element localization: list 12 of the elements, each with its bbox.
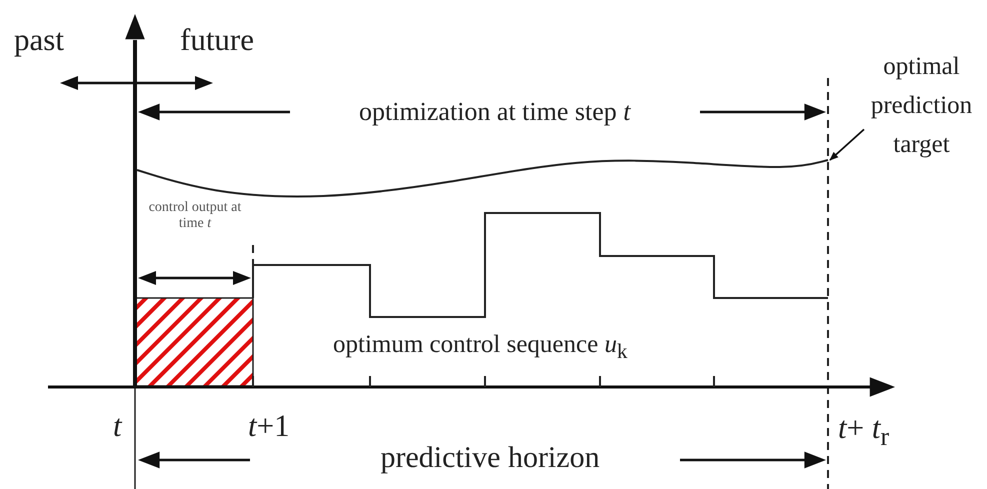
tick-label: t (113, 408, 122, 444)
sequence-label: optimum control sequence u$_{k}$ (333, 331, 628, 364)
axis-label: past (14, 22, 64, 58)
span-label: predictive horizon (380, 441, 600, 476)
span-label: control output at time t (148, 200, 242, 232)
tick-label: t+ t$_{r}$ (838, 410, 890, 452)
axis-label: future (180, 22, 254, 58)
tick-label: t+1 (248, 408, 290, 444)
callout-text: optimal prediction target (858, 48, 985, 164)
span-label: optimization at time step t (359, 97, 631, 127)
prediction-curve (136, 159, 828, 198)
leader-line (829, 128, 865, 161)
